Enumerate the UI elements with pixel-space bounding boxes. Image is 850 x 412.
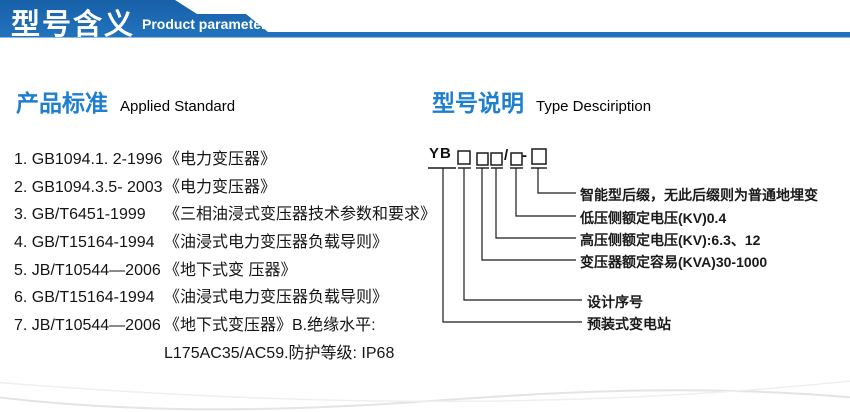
typedesc-heading: 型号说明 Type Desciription — [432, 84, 651, 118]
standard-item-continuation: L175AC35/AC59.防护等级: IP68 — [164, 344, 395, 362]
standard-item: 3. GB/T6451-1999《三相油浸式变压器技术参数和要求》 — [14, 206, 437, 224]
standard-item: 6. GB/T15164-1994《油浸式电力变压器负载导则》 — [14, 289, 389, 307]
dash-separator: - — [522, 147, 527, 164]
label-design-serial: 设计序号 — [587, 294, 643, 310]
standard-item: 4. GB/T15164-1994《油浸式电力变压器负载导则》 — [14, 234, 389, 252]
decorative-wave — [0, 380, 850, 411]
label-prefab-substation: 预装式变电站 — [587, 316, 671, 332]
typedesc-heading-cn: 型号说明 — [432, 90, 524, 116]
standards-heading-cn: 产品标准 — [16, 90, 108, 116]
page-title: 型号含义 — [11, 9, 136, 41]
standards-heading: 产品标准 Applied Standard — [16, 84, 235, 118]
label-lv-rated-voltage: 低压侧额定电压(KV)0.4 — [580, 210, 727, 226]
type-designation-diagram: YB / - 智能型后缀，无此后缀则为普通地埋变 低压侧额定电压(KV)0.4 … — [425, 140, 850, 345]
header-banner: 型号含义 Product parameters — [0, 0, 850, 41]
standards-heading-en: Applied Standard — [120, 98, 236, 115]
diagram-lines — [428, 148, 582, 323]
label-hv-rated-voltage: 高压侧额定电压(KV):6.3、12 — [580, 232, 761, 248]
standard-item: 1. GB1094.1. 2-1996《电力变压器》 — [14, 151, 277, 168]
label-rated-capacity: 变压器额定容易(KVA)30-1000 — [580, 254, 768, 270]
banner-shape — [0, 0, 850, 38]
standards-list: 1. GB1094.1. 2-1996《电力变压器》 2. GB1094.3.5… — [14, 146, 444, 368]
label-smart-suffix: 智能型后缀，无此后缀则为普通地埋变 — [580, 187, 818, 203]
slash-separator: / — [504, 147, 509, 164]
standard-item: 7. JB/T10544—2006《地下式变压器》B.绝缘水平: — [14, 317, 376, 335]
standard-item: 2. GB1094.3.5- 2003《电力变压器》 — [14, 178, 277, 196]
standard-item: 5. JB/T10544—2006《地下式变 压器》 — [14, 261, 297, 279]
page-subtitle: Product parameters — [142, 16, 275, 32]
model-prefix: YB — [429, 145, 452, 162]
typedesc-heading-en: Type Desciription — [536, 98, 652, 115]
